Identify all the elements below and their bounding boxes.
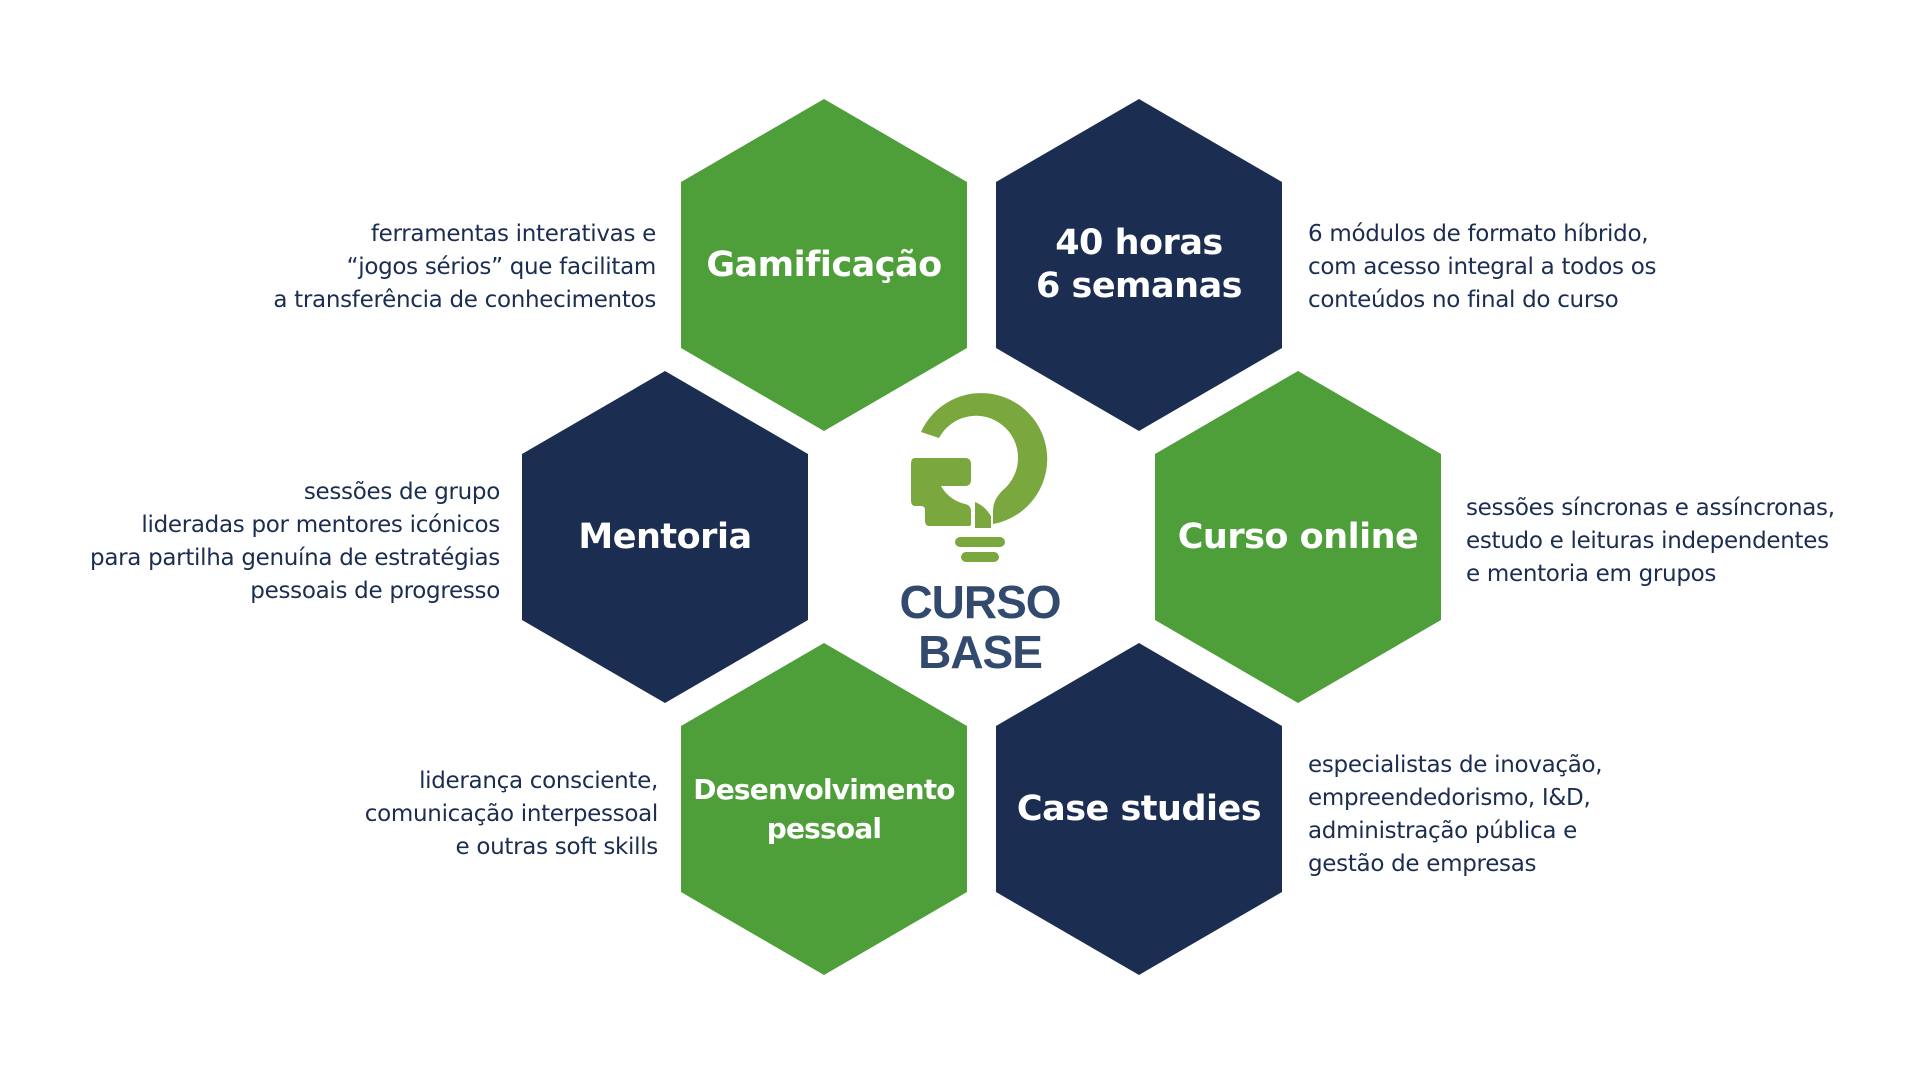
hex-mentoria: Mentoria — [522, 371, 808, 703]
course-title: CURSO BASE — [899, 576, 1061, 678]
hex-desenvolvimento-pessoal: Desenvolvimento pessoal — [681, 643, 967, 975]
hex-title: Desenvolvimento pessoal — [693, 772, 955, 845]
description-gamificacao: ferramentas interativas e “jogos sérios”… — [273, 221, 656, 313]
hex-title: Gamificação — [706, 244, 942, 285]
hex-gamificacao: Gamificação — [681, 99, 967, 431]
hex-title: Case studies — [1016, 788, 1262, 829]
description-mentoria: sessões de grupo lideradas por mentores … — [90, 479, 500, 604]
hex-title: Mentoria — [578, 516, 752, 557]
description-desenvolvimento-pessoal: liderança consciente, comunicação interp… — [364, 768, 659, 860]
hex-title: Curso online — [1177, 516, 1419, 557]
description-duracao: 6 módulos de formato híbrido, com acesso… — [1308, 221, 1657, 313]
description-case-studies: especialistas de inovação, empreendedori… — [1308, 752, 1603, 877]
hex-duracao: 40 horas 6 semanas — [996, 99, 1282, 431]
hex-case-studies: Case studies — [996, 643, 1282, 975]
hex-title: 40 horas 6 semanas — [1035, 223, 1243, 306]
description-curso-online: sessões síncronas e assíncronas, estudo … — [1466, 495, 1835, 587]
lightbulb-refresh-icon — [911, 393, 1048, 562]
hex-curso-online: Curso online — [1155, 371, 1441, 703]
